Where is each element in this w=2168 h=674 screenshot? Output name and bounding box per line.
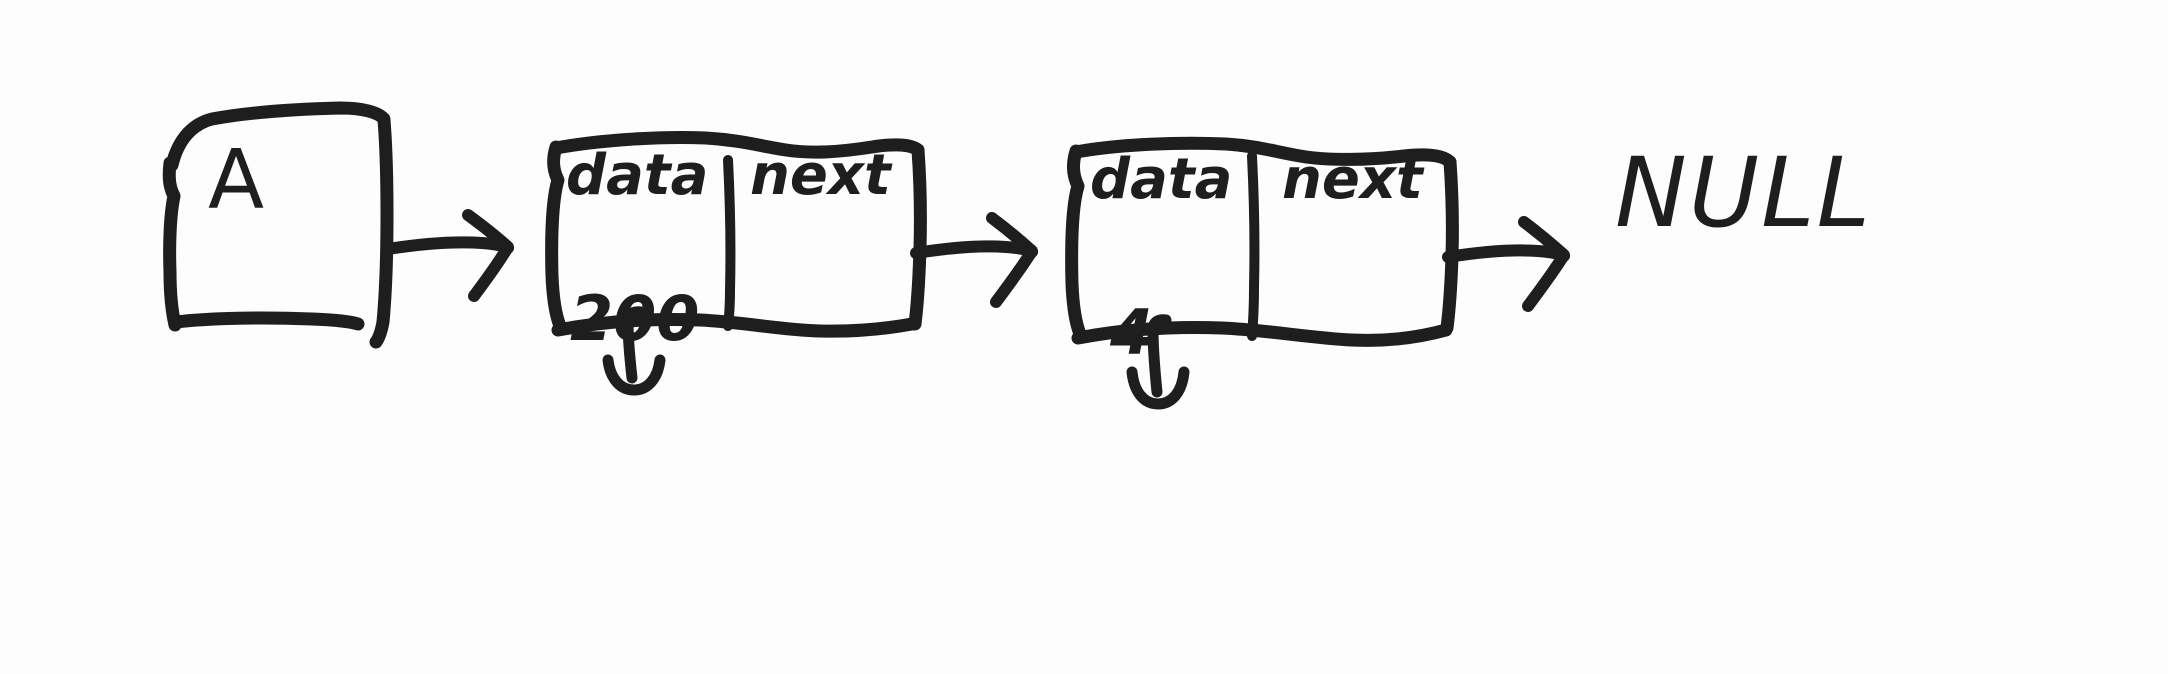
node-1-next-label: next: [750, 143, 891, 208]
node-2-next-label: next: [1282, 147, 1423, 212]
node-1-data-label: data: [566, 143, 709, 208]
null-terminator-label: NULL: [1615, 137, 1873, 249]
arrow-node2-to-null: [1442, 216, 1570, 312]
node-2-value: 4: [1110, 296, 1154, 369]
node-1-value-pointer: [602, 306, 666, 396]
arrow-node1-to-node2: [910, 212, 1038, 308]
node-1-value: 200: [570, 282, 700, 355]
node-2-value-pointer: [1126, 314, 1190, 410]
head-box: [162, 101, 394, 349]
node-2-box: [1065, 136, 1459, 347]
node-2-data-label: data: [1090, 147, 1233, 212]
arrow-head-to-node1: [382, 209, 514, 302]
head-box-label: A: [208, 133, 266, 228]
